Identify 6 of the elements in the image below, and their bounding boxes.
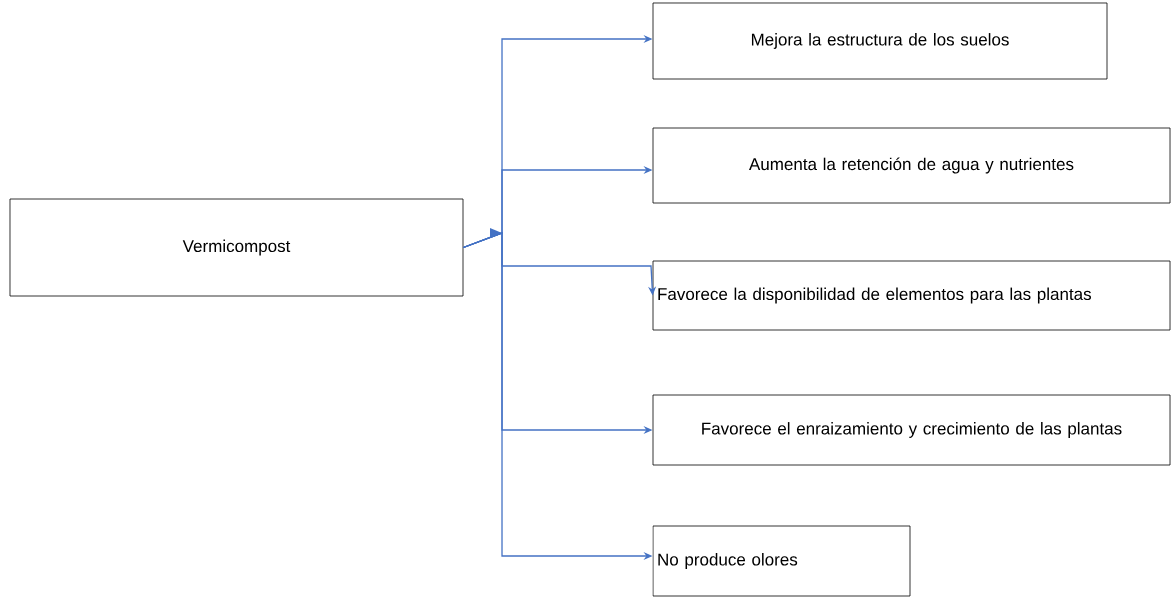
text-box: Mejora la estructura de los suelos — [652, 2, 1108, 80]
text-box: Aumenta la retención de agua y nutrientes — [652, 127, 1171, 204]
text-box: No produce olores — [652, 525, 911, 597]
text-box: Favorece el enraizamiento y crecimiento de las plantas — [652, 394, 1171, 466]
text-box: Favorece la disponibilidad de elementos para las plantas — [652, 260, 1171, 331]
text-box: Vermicompost — [9, 198, 464, 297]
